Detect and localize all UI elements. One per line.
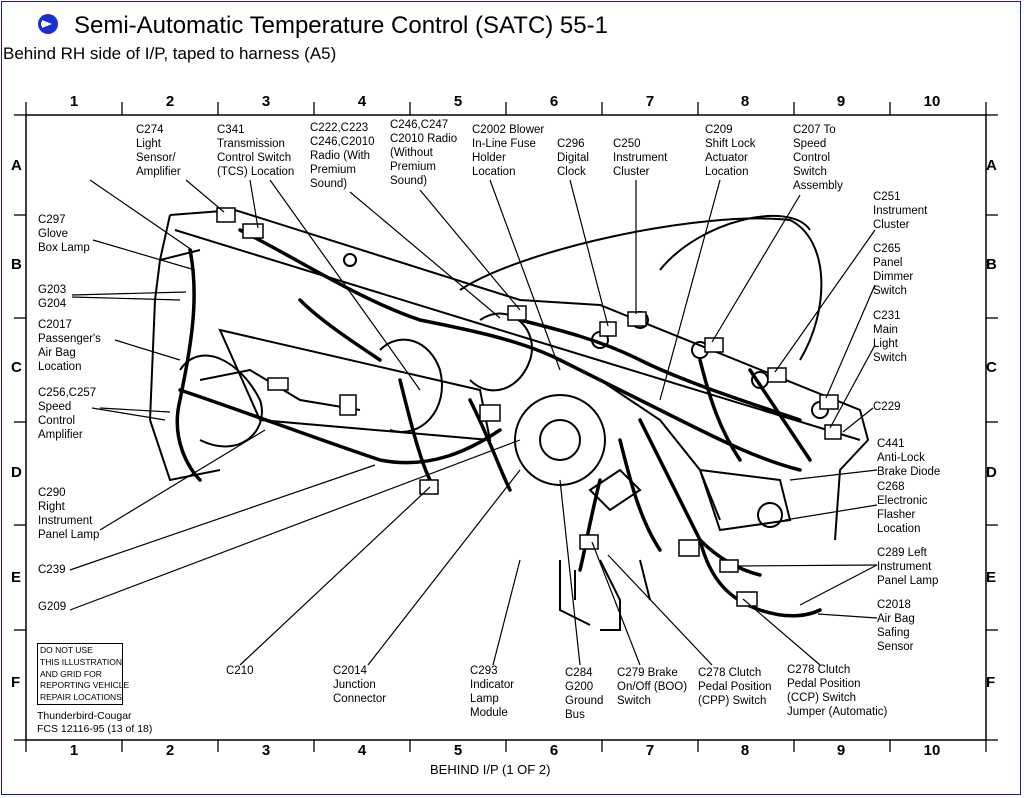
grid-row-d-right: D: [986, 464, 997, 481]
label-c274: C274 Light Sensor/ Amplifier: [136, 124, 181, 178]
grid-border: [25, 114, 987, 741]
page-subtitle: Behind RH side of I/P, taped to harness …: [3, 44, 337, 63]
grid-column-5-bottom: 5: [453, 742, 463, 759]
label-c268: C268 Electronic Flasher Location: [877, 481, 928, 535]
label-c290: C290 Right Instrument Panel Lamp: [38, 487, 100, 541]
grid-column-2: 2: [165, 93, 175, 110]
model-reference: Thunderbird-Cougar FCS 12116-95 (13 of 1…: [37, 710, 153, 735]
label-c278-ccp: C278 Clutch Pedal Position (CCP) Switch …: [787, 664, 888, 718]
label-c441: C441 Anti-Lock Brake Diode: [877, 438, 941, 478]
label-c297: C297 Glove Box Lamp: [38, 214, 90, 254]
page-title: Semi-Automatic Temperature Control (SATC…: [74, 12, 608, 39]
disclaimer-note: DO NOT USE THIS ILLUSTRATION AND GRID FO…: [37, 643, 129, 705]
leader-lines: [69, 179, 878, 666]
label-c256: C256,C257 Speed Control Amplifier: [38, 387, 97, 441]
label-c296: C296 Digital Clock: [557, 138, 589, 178]
grid-row-a-right: A: [986, 157, 997, 174]
grid-column-9-bottom: 9: [836, 742, 846, 759]
page-footer: BEHIND I/P (1 OF 2): [430, 762, 551, 777]
label-c341: C341 Transmission Control Switch (TCS) L…: [217, 124, 295, 178]
grid-row-b: B: [11, 256, 22, 273]
label-c278-cpp: C278 Clutch Pedal Position (CPP) Switch: [698, 667, 772, 707]
grid-column-9: 9: [836, 93, 846, 110]
grid-column-6: 6: [549, 93, 559, 110]
label-c250: C250 Instrument Cluster: [613, 138, 668, 178]
grid-column-1-bottom: 1: [69, 742, 79, 759]
label-c265: C265 Panel Dimmer Switch: [873, 243, 914, 297]
label-c229: C229: [873, 401, 901, 413]
grid-row-c: C: [11, 359, 22, 376]
grid-row-f-right: F: [986, 674, 996, 691]
grid-column-3: 3: [261, 93, 271, 110]
label-c293: C293 Indicator Lamp Module: [470, 665, 515, 719]
label-c222: C222,C223 C246,C2010 Radio (With Premium…: [310, 122, 375, 190]
grid-row-d: D: [11, 464, 22, 481]
grid-column-7-bottom: 7: [645, 742, 655, 759]
label-c289: C289 Left Instrument Panel Lamp: [877, 547, 939, 587]
connector-blocks: [216, 207, 842, 607]
grid-row-f: F: [11, 674, 21, 691]
label-c239: C239: [38, 564, 66, 576]
label-g209: G209: [38, 601, 67, 613]
label-c2002: C2002 Blower In-Line Fuse Holder Locatio…: [472, 124, 545, 178]
label-c279: C279 Brake On/Off (BOO) Switch: [617, 667, 688, 707]
grid-column-7: 7: [645, 93, 655, 110]
label-c284: C284 G200 Ground Bus: [565, 667, 604, 721]
grid-row-e: E: [11, 569, 22, 586]
grid-row-b-right: B: [986, 256, 997, 273]
label-g203: G203 G204: [38, 284, 67, 310]
label-c251: C251 Instrument Cluster: [873, 191, 928, 231]
label-c2017: C2017 Passenger's Air Bag Location: [38, 319, 101, 373]
grid-column-8-bottom: 8: [740, 742, 750, 759]
grid-column-10-bottom: 10: [923, 742, 941, 759]
label-c246: C246,C247 C2010 Radio (Without Premium S…: [390, 119, 458, 187]
grid-column-3-bottom: 3: [261, 742, 271, 759]
label-c231: C231 Main Light Switch: [873, 310, 907, 364]
grid-column-10: 10: [923, 93, 941, 110]
label-c207: C207 To Speed Control Switch Assembly: [793, 124, 843, 192]
label-c209: C209 Shift Lock Actuator Location: [705, 124, 756, 178]
grid-column-8: 8: [740, 93, 750, 110]
grid-column-5: 5: [453, 93, 463, 110]
grid-column-4-bottom: 4: [357, 742, 367, 759]
label-c210: C210: [226, 665, 254, 677]
arrow-right-icon[interactable]: [38, 14, 58, 34]
label-c2018: C2018 Air Bag Safing Sensor: [877, 599, 915, 653]
instrument-panel-drawing: [149, 208, 870, 631]
wiring-harness: [175, 228, 822, 618]
grid-column-2-bottom: 2: [165, 742, 175, 759]
grid-row-e-right: E: [986, 569, 997, 586]
grid-row-a: A: [11, 157, 22, 174]
grid-ticks: [14, 102, 998, 752]
label-c2014: C2014 Junction Connector: [333, 665, 387, 705]
grid-column-4: 4: [357, 93, 367, 110]
grid-column-6-bottom: 6: [549, 742, 559, 759]
grid-row-c-right: C: [986, 359, 997, 376]
grid-column-1: 1: [69, 93, 79, 110]
